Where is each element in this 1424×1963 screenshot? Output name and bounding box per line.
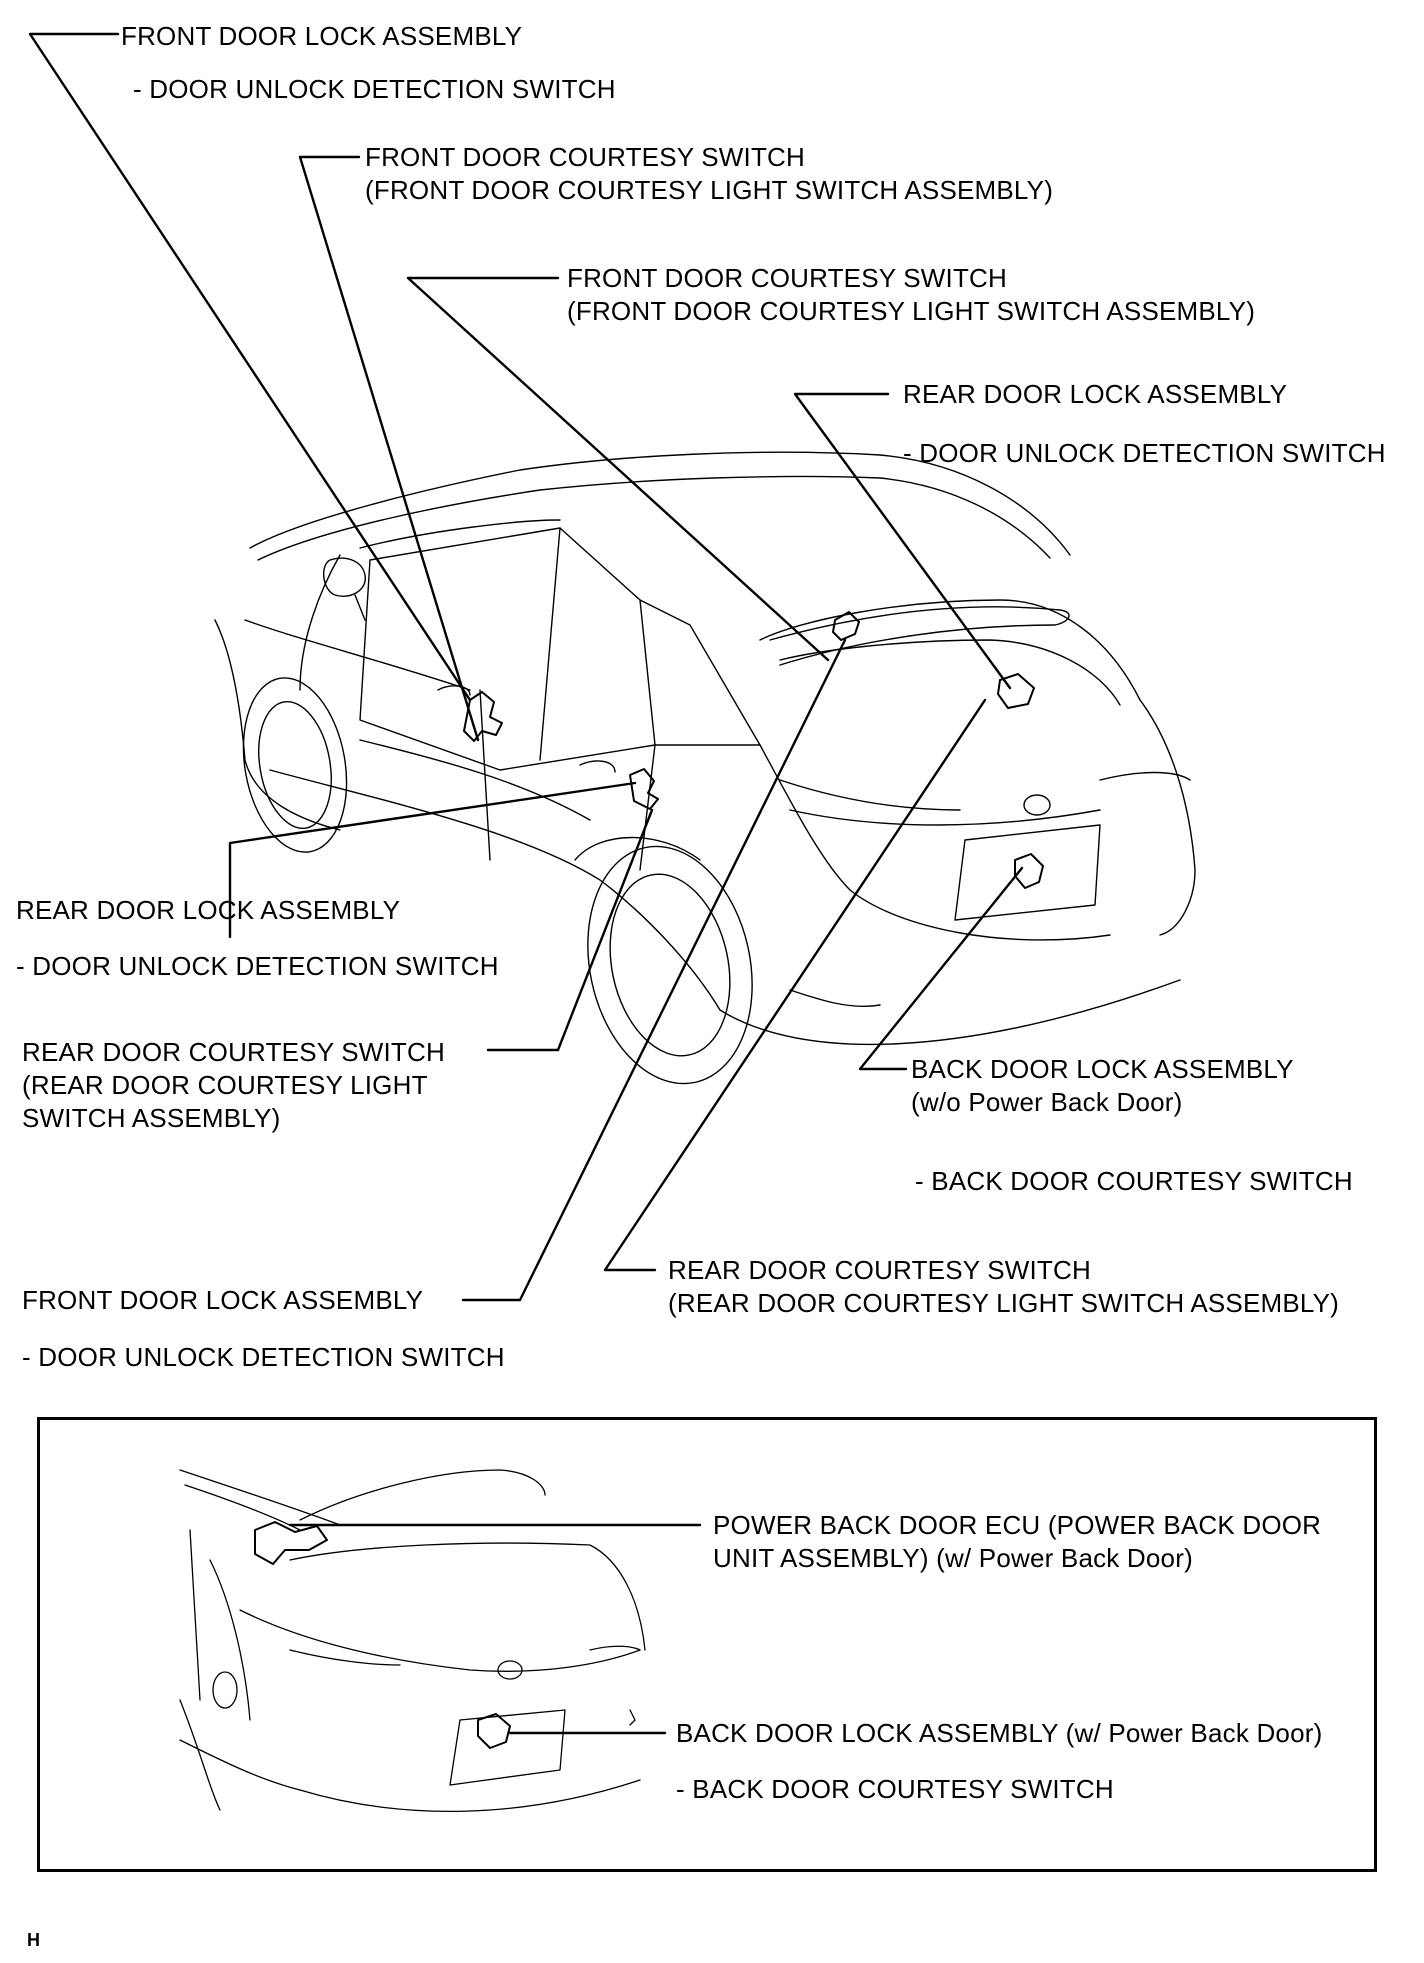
label-title: REAR DOOR LOCK ASSEMBLY [16,895,401,925]
label-sub: - BACK DOOR COURTESY SWITCH [676,1774,1114,1804]
label-line2: UNIT ASSEMBLY) (w/ Power Back Door) [713,1543,1193,1573]
inset-frame [37,1417,1377,1872]
label-line2: (FRONT DOOR COURTESY LIGHT SWITCH ASSEMB… [567,296,1256,326]
label-line1: POWER BACK DOOR ECU (POWER BACK DOOR [713,1510,1322,1540]
power-back-door-ecu-label: POWER BACK DOOR ECU (POWER BACK DOOR UNI… [713,1509,1321,1575]
front-door-courtesy-switch-label-2: FRONT DOOR COURTESY SWITCH (FRONT DOOR C… [567,262,1255,328]
inset-car-illustration [179,1469,646,1813]
leader-lines [28,32,1024,1302]
front-door-lock-assembly-label-top: FRONT DOOR LOCK ASSEMBLY - DOOR UNLOCK D… [121,20,616,106]
label-line2: (w/o Power Back Door) [911,1087,1183,1117]
rear-door-lock-assembly-label-left: REAR DOOR LOCK ASSEMBLY - DOOR UNLOCK DE… [16,894,499,983]
inset-leader-lines [288,1523,702,1735]
rear-door-courtesy-switch-label-right: REAR DOOR COURTESY SWITCH (REAR DOOR COU… [668,1254,1339,1320]
rear-door-lock-assembly-label-right: REAR DOOR LOCK ASSEMBLY - DOOR UNLOCK DE… [903,378,1386,470]
figure-id: H [27,1930,40,1950]
label-title: BACK DOOR LOCK ASSEMBLY (w/ Power Back D… [676,1718,1323,1748]
front-door-lock-assembly-label-bottom: FRONT DOOR LOCK ASSEMBLY - DOOR UNLOCK D… [22,1284,505,1374]
label-sub: - DOOR UNLOCK DETECTION SWITCH [22,1342,505,1372]
label-line1: BACK DOOR LOCK ASSEMBLY [911,1054,1294,1084]
front-door-courtesy-switch-label-1: FRONT DOOR COURTESY SWITCH (FRONT DOOR C… [365,141,1053,207]
component-markers [463,611,1044,889]
label-line1: REAR DOOR COURTESY SWITCH [22,1037,445,1067]
label-sub: - DOOR UNLOCK DETECTION SWITCH [903,438,1386,468]
label-title: REAR DOOR LOCK ASSEMBLY [903,379,1288,409]
label-line2: (REAR DOOR COURTESY LIGHT SWITCH ASSEMBL… [668,1288,1340,1318]
label-title: FRONT DOOR LOCK ASSEMBLY [121,21,523,51]
label-sub: - DOOR UNLOCK DETECTION SWITCH [16,951,499,981]
label-line1: FRONT DOOR COURTESY SWITCH [365,142,806,172]
label-line2: (FRONT DOOR COURTESY LIGHT SWITCH ASSEMB… [365,175,1054,205]
back-door-lock-assembly-w-power-label: BACK DOOR LOCK ASSEMBLY (w/ Power Back D… [676,1717,1322,1806]
label-sub: - DOOR UNLOCK DETECTION SWITCH [133,74,616,104]
label-line3: SWITCH ASSEMBLY) [22,1103,281,1133]
rear-door-courtesy-switch-label-left: REAR DOOR COURTESY SWITCH (REAR DOOR COU… [22,1036,445,1135]
label-line2: (REAR DOOR COURTESY LIGHT [22,1070,428,1100]
car-illustration [214,451,1196,1085]
back-door-lock-assembly-label: BACK DOOR LOCK ASSEMBLY (w/o Power Back … [911,1053,1353,1198]
label-line1: FRONT DOOR COURTESY SWITCH [567,263,1008,293]
label-line1: REAR DOOR COURTESY SWITCH [668,1255,1091,1285]
inset-component-markers [254,1521,511,1749]
label-sub: - BACK DOOR COURTESY SWITCH [915,1166,1353,1196]
label-title: FRONT DOOR LOCK ASSEMBLY [22,1285,424,1315]
